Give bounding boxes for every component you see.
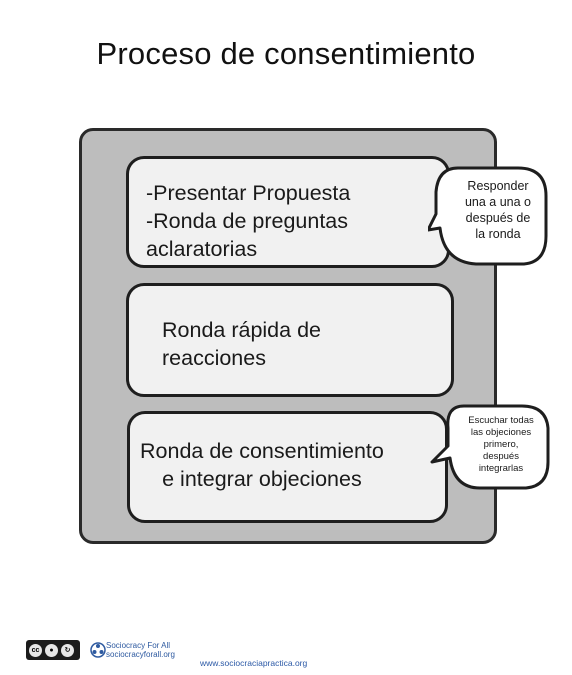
step-3-text: Ronda de consentimiento e integrar objec… [140,437,384,493]
bubble-1-line-2: una a una o [464,195,532,209]
organization-credit: Sociocracy For All sociocracyforall.org [106,641,175,659]
organization-name: Sociocracy For All [106,641,171,650]
bubble-2-line-3: primero, [483,439,519,450]
speech-bubble-2-shape [430,404,550,490]
step-card-1 [126,156,450,268]
bubble-1-line-3: después de [465,211,531,225]
share-alike-icon: ↻ [61,643,74,657]
bubble-2-line-2: las objeciones [470,427,532,438]
step-1-line-3: aclaratorias [146,237,258,261]
creative-commons-badge[interactable]: cc ● ↻ [26,640,80,660]
attribution-icon: ● [45,643,58,657]
bubble-2-line-4: después [483,451,519,462]
bubble-2-line-5: integrarlas [478,463,524,474]
footer-link[interactable]: www.sociocraciapractica.org [200,658,308,668]
step-card-3 [127,411,448,523]
sociocracy-for-all-logo-icon [90,642,106,658]
bubble-1-line-4: la ronda [475,227,521,241]
step-card-2 [126,283,454,397]
step-3-line-2: e integrar objeciones [162,467,362,491]
diagram-title: Proceso de consentimiento [96,36,476,71]
speech-bubble-2 [430,404,550,490]
speech-bubble-1 [428,166,548,266]
bubble-1-text: Responder una a una o después de la rond… [452,178,544,242]
step-2-text: Ronda rápida de reacciones [162,316,321,372]
bubble-2-text: Escuchar todas las objeciones primero, d… [458,415,544,475]
cc-icon: cc [29,643,42,657]
speech-bubble-1-shape [428,166,548,266]
bubble-1-line-1: Responder [467,179,529,193]
organization-site[interactable]: sociocracyforall.org [106,650,175,659]
bubble-2-line-1: Escuchar todas [468,415,534,426]
step-2-line-2: reacciones [162,346,266,370]
step-2-line-1: Ronda rápida de [162,318,321,342]
step-1-line-1: -Presentar Propuesta [146,181,351,205]
step-1-text: -Presentar Propuesta -Ronda de preguntas… [146,179,350,263]
step-1-line-2: -Ronda de preguntas [146,209,349,233]
step-3-line-1: Ronda de consentimiento [140,439,384,463]
